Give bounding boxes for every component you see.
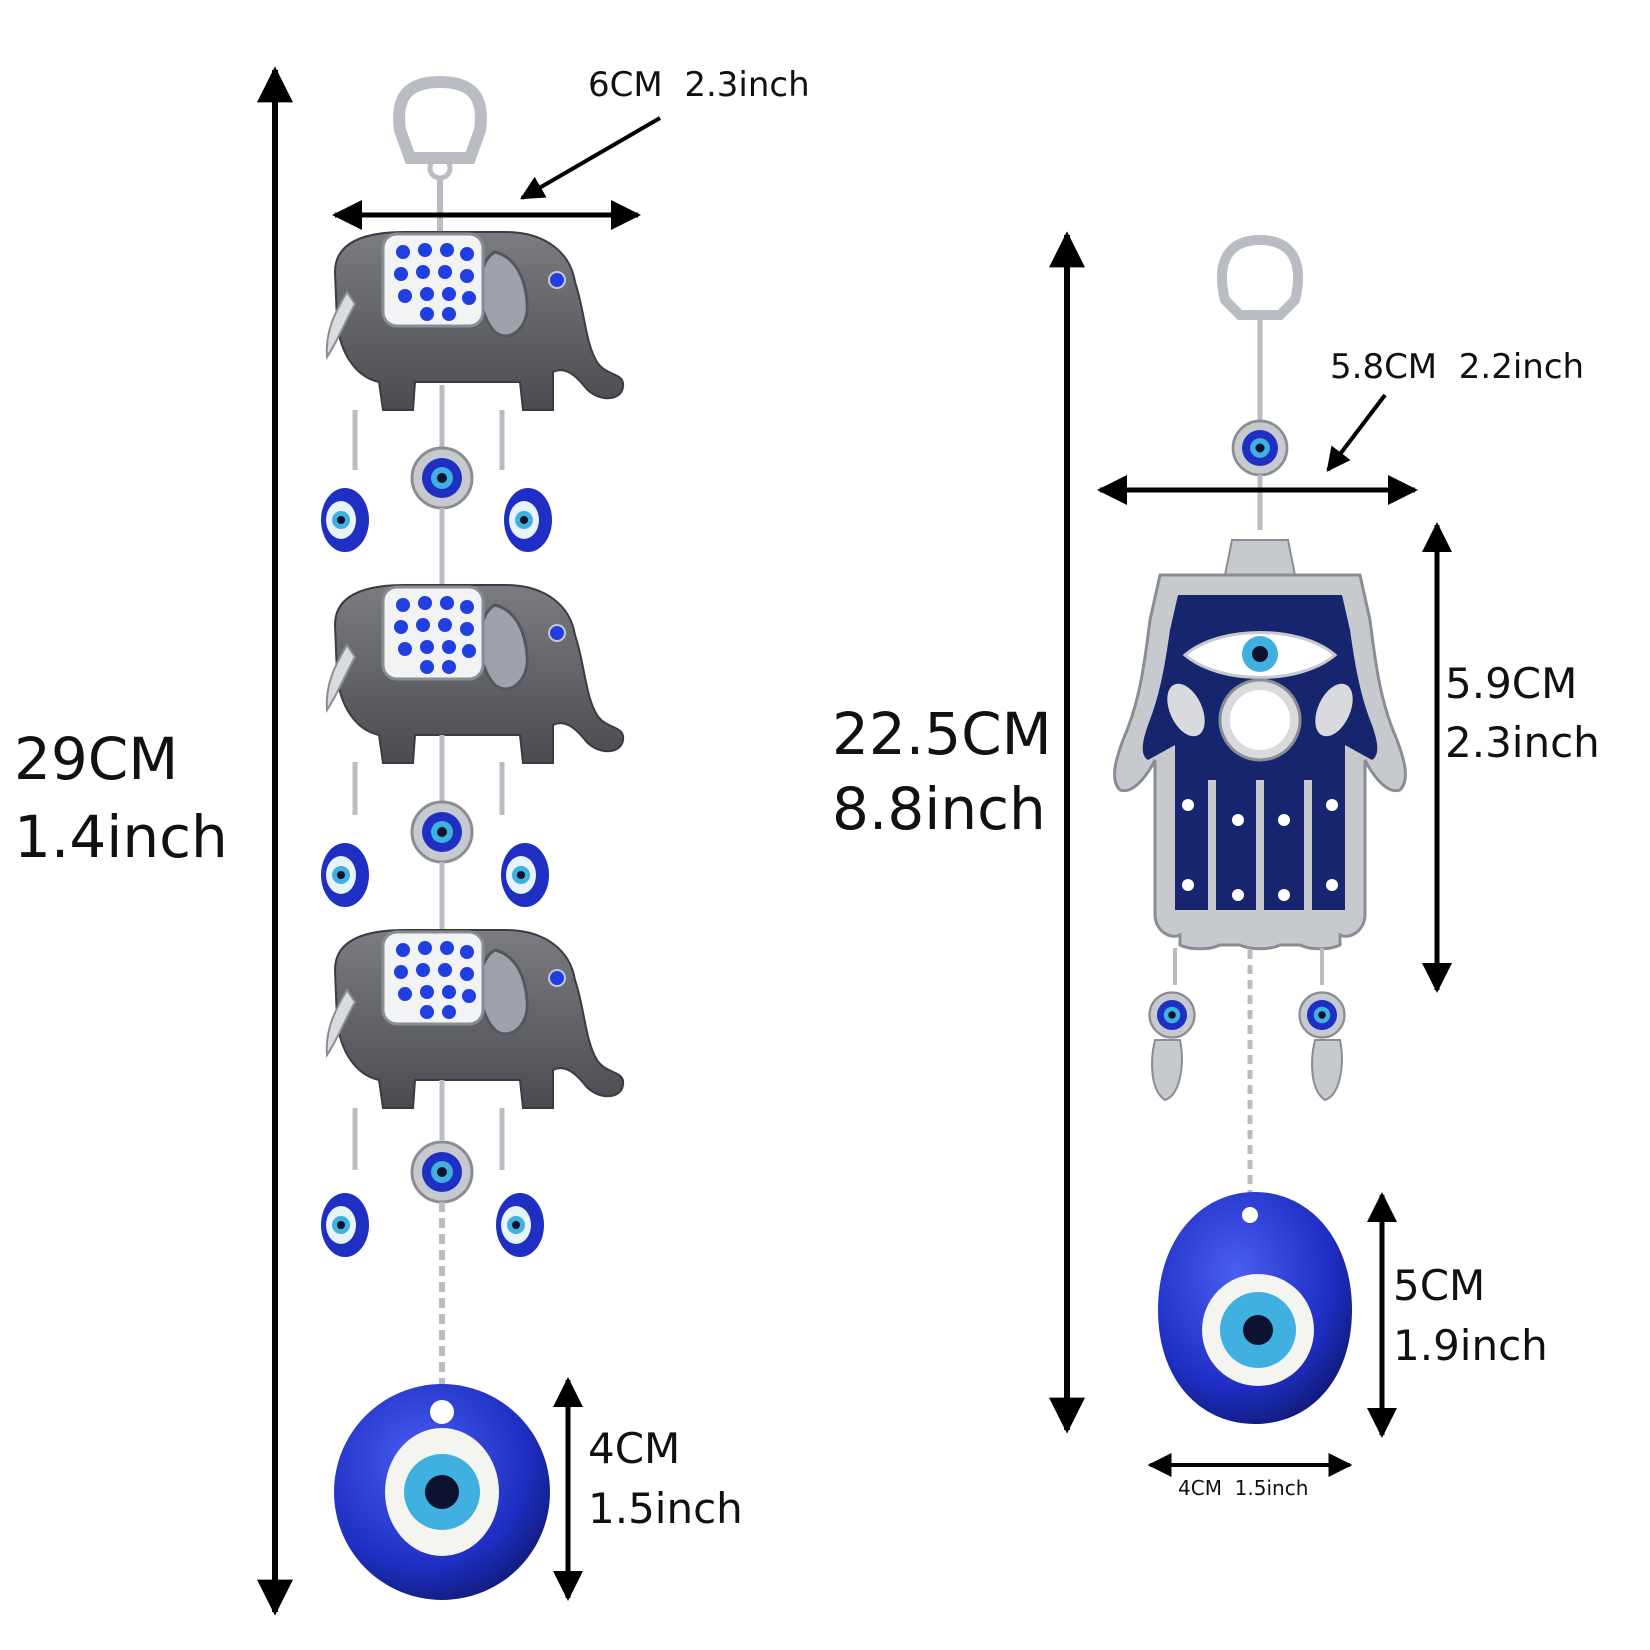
left-width-pointer	[519, 116, 662, 200]
left-eye-label-inch: 1.5inch	[588, 1484, 743, 1533]
right-width-pointer	[1326, 393, 1387, 472]
right-hand-label-cm: 5.9CM	[1445, 659, 1578, 708]
left-width-label: 6CM 2.3inch	[588, 65, 810, 105]
right-height-label-cm: 22.5CM	[832, 700, 1052, 768]
left-height-label-inch: 1.4inch	[14, 803, 228, 871]
elephant-hanging-charm	[321, 75, 625, 1600]
right-width-label: 5.8CM 2.2inch	[1330, 347, 1585, 387]
right-hand-label-inch: 2.3inch	[1445, 718, 1600, 767]
hamsa-hanging-charm	[1113, 234, 1407, 1424]
left-height-label-cm: 29CM	[14, 725, 179, 793]
right-eye-width-label: 4CM 1.5inch	[1178, 1476, 1309, 1500]
right-eye-height-label-inch: 1.9inch	[1393, 1321, 1548, 1370]
right-height-label-inch: 8.8inch	[832, 775, 1046, 843]
left-eye-label-cm: 4CM	[588, 1424, 681, 1473]
right-eye-height-label-cm: 5CM	[1393, 1261, 1486, 1310]
